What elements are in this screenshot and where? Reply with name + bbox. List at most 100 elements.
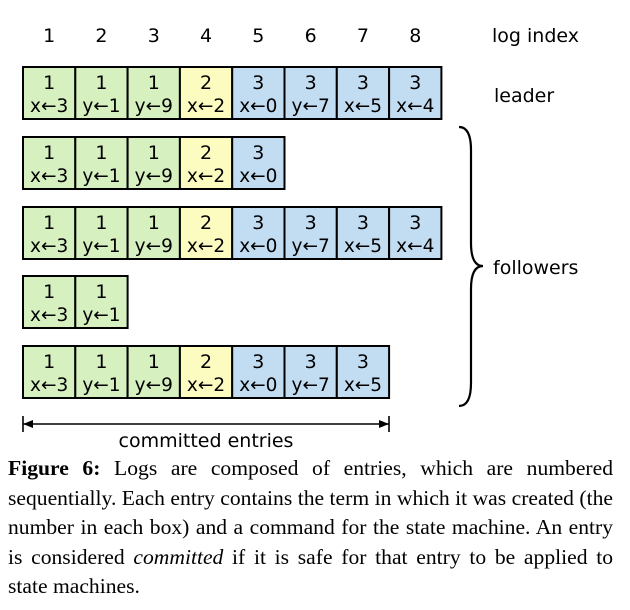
follower-log: 1x←31y←11y←92x←23x←03y←73x←5: [22, 345, 391, 399]
entry-term: 1: [95, 142, 107, 164]
caption-text-before: Logs are composed of entries, which are …: [8, 456, 613, 569]
entry-box: [178, 206, 234, 260]
caption-emphasis: committed: [133, 544, 224, 569]
entry-term: 1: [148, 351, 160, 373]
entry-command: x←0: [239, 166, 277, 187]
committed-entries-label: committed entries: [119, 430, 294, 452]
log-entry: 3x←5: [335, 345, 391, 399]
entry-term: 2: [200, 142, 212, 164]
entry-term: 3: [305, 351, 317, 373]
log-entry: 3y←7: [283, 206, 338, 260]
entry-term: 1: [148, 72, 160, 94]
entry-term: 1: [43, 72, 55, 94]
entry-command: x←4: [396, 236, 434, 257]
entry-term: 2: [200, 212, 212, 234]
log-entry: 1y←9: [126, 206, 181, 260]
entry-term: 1: [95, 212, 107, 234]
entry-box: [388, 66, 443, 120]
entry-command: x←2: [187, 236, 225, 257]
entry-command: x←2: [187, 375, 225, 396]
log-index-number: 1: [43, 25, 55, 47]
log-entry: 3x←0: [231, 345, 286, 399]
entry-term: 1: [148, 212, 160, 234]
log-entry: 3x←5: [335, 206, 391, 260]
follower-log: 1x←31y←11y←92x←23x←0: [22, 136, 286, 190]
entry-command: x←3: [30, 305, 68, 326]
log-entry: 3y←7: [283, 66, 338, 120]
log-entry: 1x←3: [22, 136, 77, 190]
log-entry: 1y←1: [74, 136, 129, 190]
entry-command: x←5: [344, 236, 382, 257]
entry-box: [283, 345, 338, 399]
follower-log: 1x←31y←1: [22, 275, 129, 329]
entry-box: [22, 66, 77, 120]
entry-box: [178, 136, 234, 190]
entry-box: [335, 66, 391, 120]
entry-term: 1: [43, 351, 55, 373]
log-entry: 3x←0: [231, 206, 286, 260]
log-index-number: 3: [148, 25, 160, 47]
entry-box: [178, 345, 234, 399]
entry-box: [335, 206, 391, 260]
log-entry: 1y←1: [74, 206, 129, 260]
entry-box: [74, 275, 129, 329]
entry-box: [231, 136, 286, 190]
entry-term: 3: [252, 72, 264, 94]
entry-command: y←7: [292, 375, 330, 396]
entry-term: 1: [95, 72, 107, 94]
entry-command: x←5: [344, 96, 382, 117]
entry-box: [335, 345, 391, 399]
entry-command: y←7: [292, 236, 330, 257]
entry-box: [74, 66, 129, 120]
entry-command: y←1: [82, 236, 120, 257]
entry-command: x←3: [30, 96, 68, 117]
entry-command: x←2: [187, 166, 225, 187]
entry-command: y←9: [135, 236, 173, 257]
entry-term: 1: [148, 142, 160, 164]
entry-command: y←1: [82, 166, 120, 187]
entry-term: 3: [252, 142, 264, 164]
entry-term: 3: [252, 351, 264, 373]
log-entry: 1y←1: [74, 345, 129, 399]
log-entry: 1x←3: [22, 66, 77, 120]
entry-term: 3: [409, 72, 421, 94]
caption-label: Figure 6:: [8, 456, 101, 480]
entry-term: 3: [305, 212, 317, 234]
log-entry: 3x←4: [388, 66, 443, 120]
entry-command: y←7: [292, 96, 330, 117]
entry-term: 3: [357, 212, 369, 234]
log-entry: 2x←2: [178, 136, 234, 190]
entry-box: [22, 206, 77, 260]
entry-command: y←1: [82, 96, 120, 117]
entry-box: [22, 275, 77, 329]
entry-term: 1: [43, 212, 55, 234]
log-entry: 1x←3: [22, 275, 77, 329]
log-entry: 2x←2: [178, 345, 234, 399]
entry-box: [231, 345, 286, 399]
entry-term: 3: [357, 351, 369, 373]
log-entry: 1x←3: [22, 345, 77, 399]
log-entry: 1y←9: [126, 136, 181, 190]
log-entry: 3x←0: [231, 66, 286, 120]
entry-command: x←0: [239, 236, 277, 257]
log-index-number: 7: [357, 25, 369, 47]
log-entry: 3x←4: [388, 206, 443, 260]
entry-term: 2: [200, 72, 212, 94]
entry-command: y←9: [135, 375, 173, 396]
log-entry: 1x←3: [22, 206, 77, 260]
log-entry: 2x←2: [178, 66, 234, 120]
entry-term: 2: [200, 351, 212, 373]
log-index-label: log index: [492, 25, 579, 47]
log-index-number: 6: [305, 25, 317, 47]
logs: 1x←31y←11y←92x←23x←03y←73x←53x←41x←31y←1…: [22, 66, 443, 399]
log-entry: 1y←1: [74, 275, 129, 329]
entry-command: x←3: [30, 166, 68, 187]
entry-command: y←9: [135, 166, 173, 187]
log-entry: 3x←0: [231, 136, 286, 190]
log-entry: 1y←1: [74, 66, 129, 120]
entry-box: [283, 66, 338, 120]
entry-term: 3: [252, 212, 264, 234]
entry-term: 3: [357, 72, 369, 94]
